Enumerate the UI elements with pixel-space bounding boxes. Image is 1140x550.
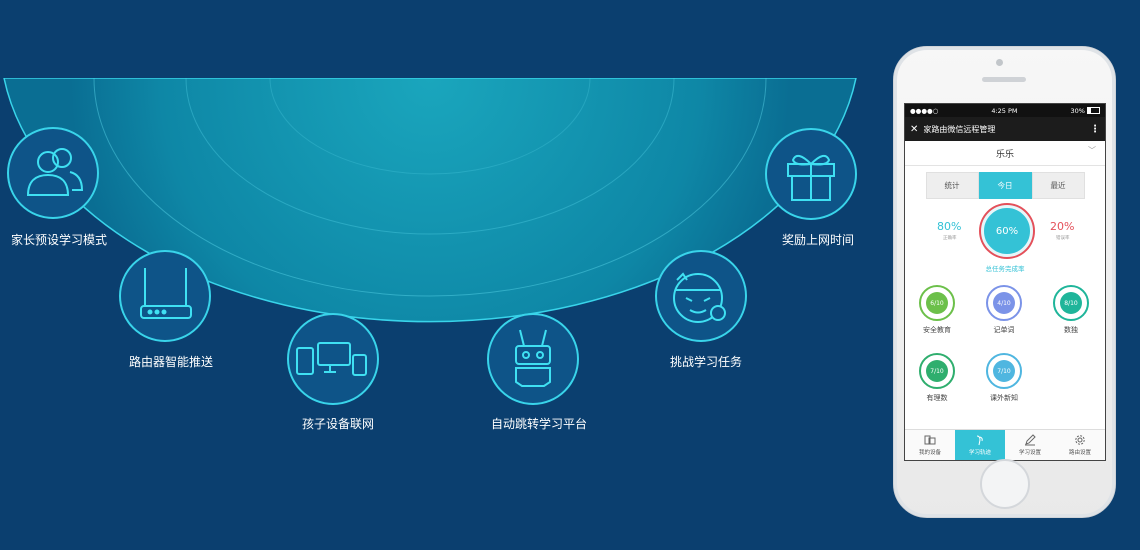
subject-grid: 6/10 安全教育 4/10 记单词 8/10 数独 7/10 有 bbox=[905, 277, 1105, 414]
bottom-nav-devices[interactable]: 我的设备 bbox=[905, 430, 955, 460]
status-bar: ●●●●○ 4:25 PM 30% bbox=[905, 104, 1105, 117]
feature-node-parents bbox=[7, 127, 99, 219]
bottom-nav-label: 学习轨迹 bbox=[968, 450, 991, 456]
phone-mockup: ●●●●○ 4:25 PM 30% ✕ 家路由微信远程管理 ⋮ 乐乐 ﹀ 统计 … bbox=[893, 46, 1116, 518]
signal-indicator: ●●●●○ bbox=[910, 106, 939, 115]
subject-label: 记单词 bbox=[993, 326, 1015, 334]
home-button[interactable] bbox=[980, 459, 1030, 509]
subject-progress-ring: 4/10 bbox=[986, 285, 1022, 321]
inner-arc-2 bbox=[185, 77, 675, 235]
bottom-nav-label: 我的设备 bbox=[918, 450, 941, 456]
phone-earpiece bbox=[982, 77, 1026, 82]
feature-label-challenge: 挑战学习任务 bbox=[669, 355, 743, 369]
bottom-nav-label: 路由设置 bbox=[1068, 450, 1091, 456]
bottom-nav-learning-settings[interactable]: 学习设置 bbox=[1005, 430, 1055, 460]
feature-node-devices bbox=[287, 313, 379, 405]
subject-progress: 6/10 bbox=[930, 299, 944, 307]
bottom-nav: 我的设备 学习轨迹 学习设置 路由设置 bbox=[905, 429, 1105, 460]
footprint-icon bbox=[976, 435, 983, 446]
feature-label-robot: 自动跳转学习平台 bbox=[490, 417, 588, 431]
period-tabs: 统计 今日 最近 bbox=[905, 172, 1105, 199]
tab-today[interactable]: 今日 bbox=[978, 172, 1032, 199]
parents-icon bbox=[26, 148, 84, 196]
subject-label: 安全教育 bbox=[923, 326, 951, 334]
total-completion-caption: 总任务完成率 bbox=[985, 265, 1025, 273]
feature-label-devices: 孩子设备联网 bbox=[301, 417, 375, 431]
subject-progress: 7/10 bbox=[997, 367, 1011, 375]
feature-node-router bbox=[119, 250, 211, 342]
gift-icon bbox=[787, 154, 835, 201]
subject-label: 有理数 bbox=[926, 394, 948, 402]
feature-node-challenge bbox=[655, 250, 747, 342]
app-navbar: ✕ 家路由微信远程管理 ⋮ bbox=[905, 117, 1105, 141]
devices-icon bbox=[924, 435, 936, 445]
total-completion-value: 60% bbox=[995, 225, 1019, 237]
phone-screen: ●●●●○ 4:25 PM 30% ✕ 家路由微信远程管理 ⋮ 乐乐 ﹀ 统计 … bbox=[904, 103, 1106, 461]
subject-progress: 8/10 bbox=[1064, 299, 1078, 307]
child-name: 乐乐 bbox=[995, 149, 1014, 160]
hero-top-band bbox=[0, 70, 860, 78]
tab-recent[interactable]: 最近 bbox=[1031, 172, 1085, 199]
battery-indicator: 30% bbox=[1071, 107, 1100, 115]
subject-item[interactable]: 8/10 数独 bbox=[1046, 285, 1096, 335]
subject-item[interactable]: 7/10 课外新知 bbox=[979, 353, 1029, 403]
stats-panel: 80% 正确率 60% 总任务完成率 20% 错误率 bbox=[905, 199, 1105, 277]
close-icon[interactable]: ✕ bbox=[910, 123, 919, 135]
challenge-face-icon bbox=[673, 272, 726, 323]
wrong-rate-value: 20% bbox=[1050, 220, 1075, 233]
bottom-nav-learning-track[interactable]: 学习轨迹 bbox=[955, 430, 1005, 460]
total-completion-ring: 60% bbox=[981, 205, 1033, 257]
chevron-down-icon: ﹀ bbox=[1088, 146, 1096, 155]
subject-progress-ring: 7/10 bbox=[919, 353, 955, 389]
pencil-icon bbox=[1025, 434, 1036, 446]
more-vertical-icon[interactable]: ⋮ bbox=[1090, 123, 1100, 135]
subject-progress-ring: 6/10 bbox=[919, 285, 955, 321]
battery-level: 30% bbox=[1070, 106, 1085, 115]
app-title: 家路由微信远程管理 bbox=[923, 124, 996, 134]
router-icon bbox=[140, 268, 192, 319]
subject-label: 数独 bbox=[1064, 326, 1078, 334]
inner-arc-1 bbox=[93, 77, 767, 297]
correct-rate-value: 80% bbox=[937, 220, 962, 233]
subject-item[interactable]: 6/10 安全教育 bbox=[912, 285, 962, 335]
subject-item[interactable]: 4/10 记单词 bbox=[979, 285, 1029, 335]
feature-label-gift: 奖励上网时间 bbox=[781, 233, 855, 247]
tab-stats[interactable]: 统计 bbox=[925, 172, 979, 199]
gear-icon bbox=[1075, 435, 1085, 445]
robot-icon bbox=[515, 329, 551, 387]
child-selector[interactable]: 乐乐 ﹀ bbox=[905, 141, 1105, 166]
feature-label-router: 路由器智能推送 bbox=[128, 355, 214, 369]
status-time: 4:25 PM bbox=[991, 106, 1018, 115]
subject-item[interactable]: 7/10 有理数 bbox=[912, 353, 962, 403]
feature-node-robot bbox=[487, 313, 579, 405]
inner-arc-3 bbox=[269, 77, 591, 175]
subject-progress: 7/10 bbox=[930, 367, 944, 375]
correct-rate-caption: 正确率 bbox=[943, 236, 957, 241]
wrong-rate-caption: 错误率 bbox=[1056, 236, 1070, 241]
bottom-nav-router-settings[interactable]: 路由设置 bbox=[1055, 430, 1105, 460]
subject-label: 课外新知 bbox=[990, 394, 1018, 402]
bottom-nav-label: 学习设置 bbox=[1018, 450, 1041, 456]
feature-node-gift bbox=[765, 128, 857, 220]
subject-progress-ring: 8/10 bbox=[1053, 285, 1089, 321]
battery-icon bbox=[1086, 107, 1100, 114]
subject-progress: 4/10 bbox=[997, 299, 1011, 307]
subject-progress-ring: 7/10 bbox=[986, 353, 1022, 389]
devices-icon bbox=[296, 342, 367, 376]
phone-camera bbox=[996, 59, 1003, 66]
feature-label-parents: 家长预设学习模式 bbox=[10, 233, 108, 247]
